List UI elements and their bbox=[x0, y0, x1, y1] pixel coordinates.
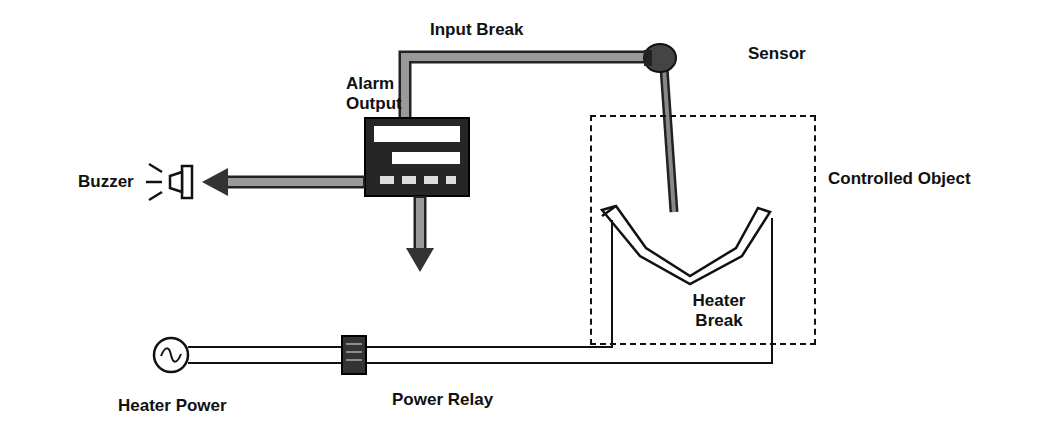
input-wire bbox=[405, 57, 648, 118]
power-relay bbox=[342, 336, 366, 374]
heater-power-symbol bbox=[154, 338, 188, 372]
part-label: Heater Power bbox=[118, 396, 227, 416]
part-label: Sensor bbox=[748, 44, 806, 64]
part-label: Power Relay bbox=[392, 390, 493, 410]
part-label: Input Break bbox=[430, 20, 524, 40]
part-label: Alarm Output bbox=[346, 74, 416, 114]
part-label: Buzzer bbox=[78, 172, 134, 192]
heater-vessel bbox=[602, 206, 770, 284]
power-wires bbox=[188, 218, 772, 363]
object-label: Controlled Object bbox=[828, 169, 971, 189]
controlled-object-box: Controlled ObjectHeater Break bbox=[590, 115, 816, 345]
control-arrow bbox=[406, 196, 434, 272]
controller bbox=[365, 118, 469, 196]
fault-label: Heater Break bbox=[684, 291, 754, 331]
sensor-probe bbox=[644, 44, 676, 212]
alarm-arrow bbox=[202, 168, 365, 196]
buzzer-symbol bbox=[146, 164, 192, 200]
